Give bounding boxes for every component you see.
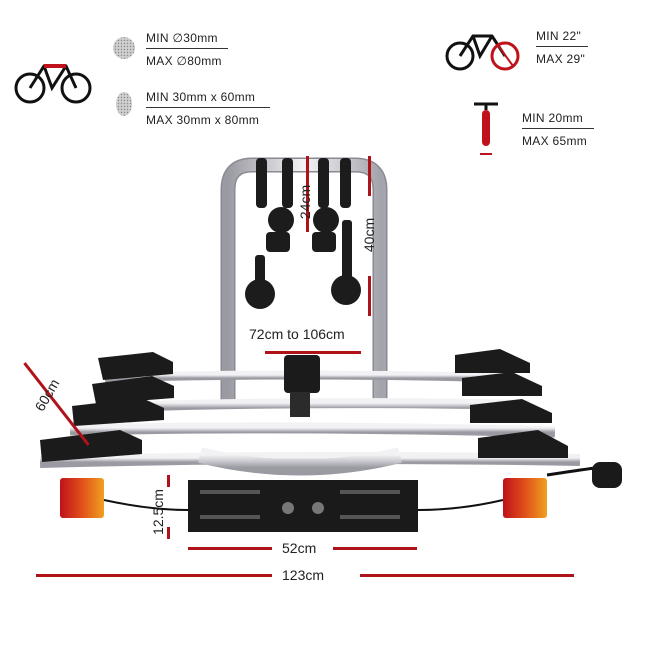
arm-height-marker [306,156,309,232]
plate-height-marker-bottom [167,527,170,539]
plate-width-label: 52cm [282,540,317,556]
divider [536,46,588,47]
divider [146,107,270,108]
tyre-width-max: MAX 65mm [522,134,588,148]
tyre-width-min: MIN 20mm [522,111,584,125]
total-width-marker-right [360,574,574,577]
frame-round-max: MAX ∅80mm [146,54,222,68]
divider [522,128,594,129]
upright-height-marker-top [368,156,371,196]
divider [146,48,228,49]
total-width-label: 123cm [282,567,325,583]
width-adjust-label: 72cm to 106cm [249,326,345,342]
upright-height-label: 40cm [361,217,377,253]
plate-height-label: 12.5cm [150,489,166,535]
wheel-size-spec: MIN 22" MAX 29" [536,30,588,65]
arm-height-label: 24cm [297,184,313,220]
frame-round-min: MIN ∅30mm [146,31,218,45]
tyre-width-spec: MIN 20mm MAX 65mm [522,112,594,147]
frame-oval-min: MIN 30mm x 60mm [146,90,256,104]
plate-width-marker-right [333,547,417,550]
total-width-marker-left [36,574,272,577]
frame-round-spec: MIN ∅30mm MAX ∅80mm [146,32,228,67]
frame-oval-max: MAX 30mm x 80mm [146,113,260,127]
wheel-size-max: MAX 29" [536,52,586,66]
plate-width-marker-left [188,547,272,550]
plate-height-marker-top [167,475,170,487]
wheel-size-min: MIN 22" [536,29,582,43]
upright-height-marker-bottom [368,276,371,316]
frame-oval-spec: MIN 30mm x 60mm MAX 30mm x 80mm [146,91,270,126]
width-adjust-marker [265,351,361,354]
